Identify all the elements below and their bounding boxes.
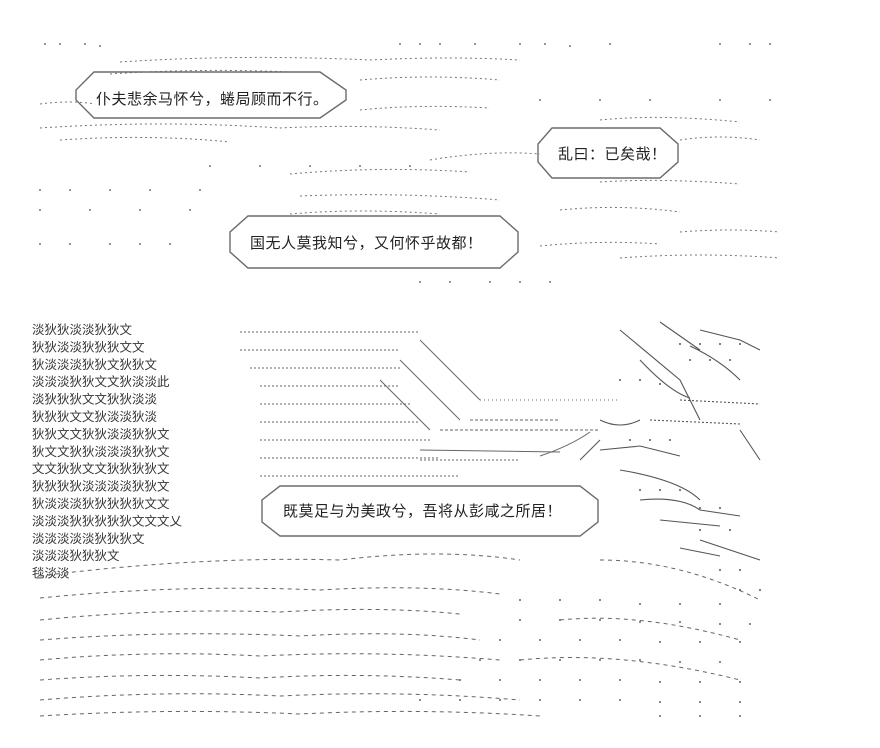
wall-row: 狄淡淡淡狄狄文狄狄文 <box>32 357 158 372</box>
caption-line-4: 既莫足与为美政兮，吾将从彭咸之所居！ <box>283 502 563 520</box>
lower-dots <box>419 599 751 717</box>
caption-frame-4 <box>261 485 599 537</box>
wall-row: 狄淡淡淡狄狄狄狄狄文文 <box>32 496 170 511</box>
wall-row: 狄狄文文狄狄淡淡狄狄文 <box>32 426 170 441</box>
wall-row: 毯淡淡 <box>32 566 70 581</box>
lower-landscape <box>39 553 761 717</box>
right-figure-dots <box>619 343 761 591</box>
pattern-wall: 淡狄狄淡淡狄狄文狄狄淡淡狄狄狄文文狄淡淡淡狄狄文狄狄文淡淡淡狄狄文文狄淡淡此淡狄… <box>32 322 183 581</box>
wall-row: 淡淡淡狄狄文文狄淡淡此 <box>32 374 170 389</box>
caption-frame-3 <box>229 215 519 269</box>
wall-row: 狄狄狄狄淡淡淡淡狄狄文 <box>32 479 170 494</box>
right-figure <box>579 321 761 561</box>
wall-row: 淡狄狄狄文文狄狄淡淡 <box>32 392 158 407</box>
wall-row: 淡淡淡狄狄狄狄狄文文文乂 <box>32 513 183 528</box>
caption-line-3: 国无人莫我知兮，又何怀乎故都！ <box>250 234 483 252</box>
wall-row: 淡淡淡淡淡狄狄狄文 <box>32 531 145 546</box>
wall-row: 文文狄狄文文狄狄狄狄文 <box>32 461 170 476</box>
caption-frame-2 <box>537 127 679 179</box>
caption-line-1: 仆夫悲余马怀兮，蜷局顾而不行。 <box>96 90 329 108</box>
wall-row: 淡淡淡狄狄狄文 <box>32 548 120 563</box>
caption-line-2: 乱曰：已矣哉！ <box>558 145 667 163</box>
caption-frame-1 <box>75 71 347 119</box>
ground-strokes <box>240 331 620 477</box>
wall-row: 狄狄狄文文狄淡淡狄淡 <box>32 409 158 424</box>
wall-row: 狄文文狄狄淡淡淡狄狄文 <box>32 444 170 459</box>
cloud-dots <box>39 43 771 283</box>
wall-row: 狄狄淡淡狄狄狄文文 <box>32 339 145 354</box>
wall-row: 淡狄狄淡淡狄狄文 <box>32 322 133 337</box>
cloud-band <box>39 56 781 259</box>
